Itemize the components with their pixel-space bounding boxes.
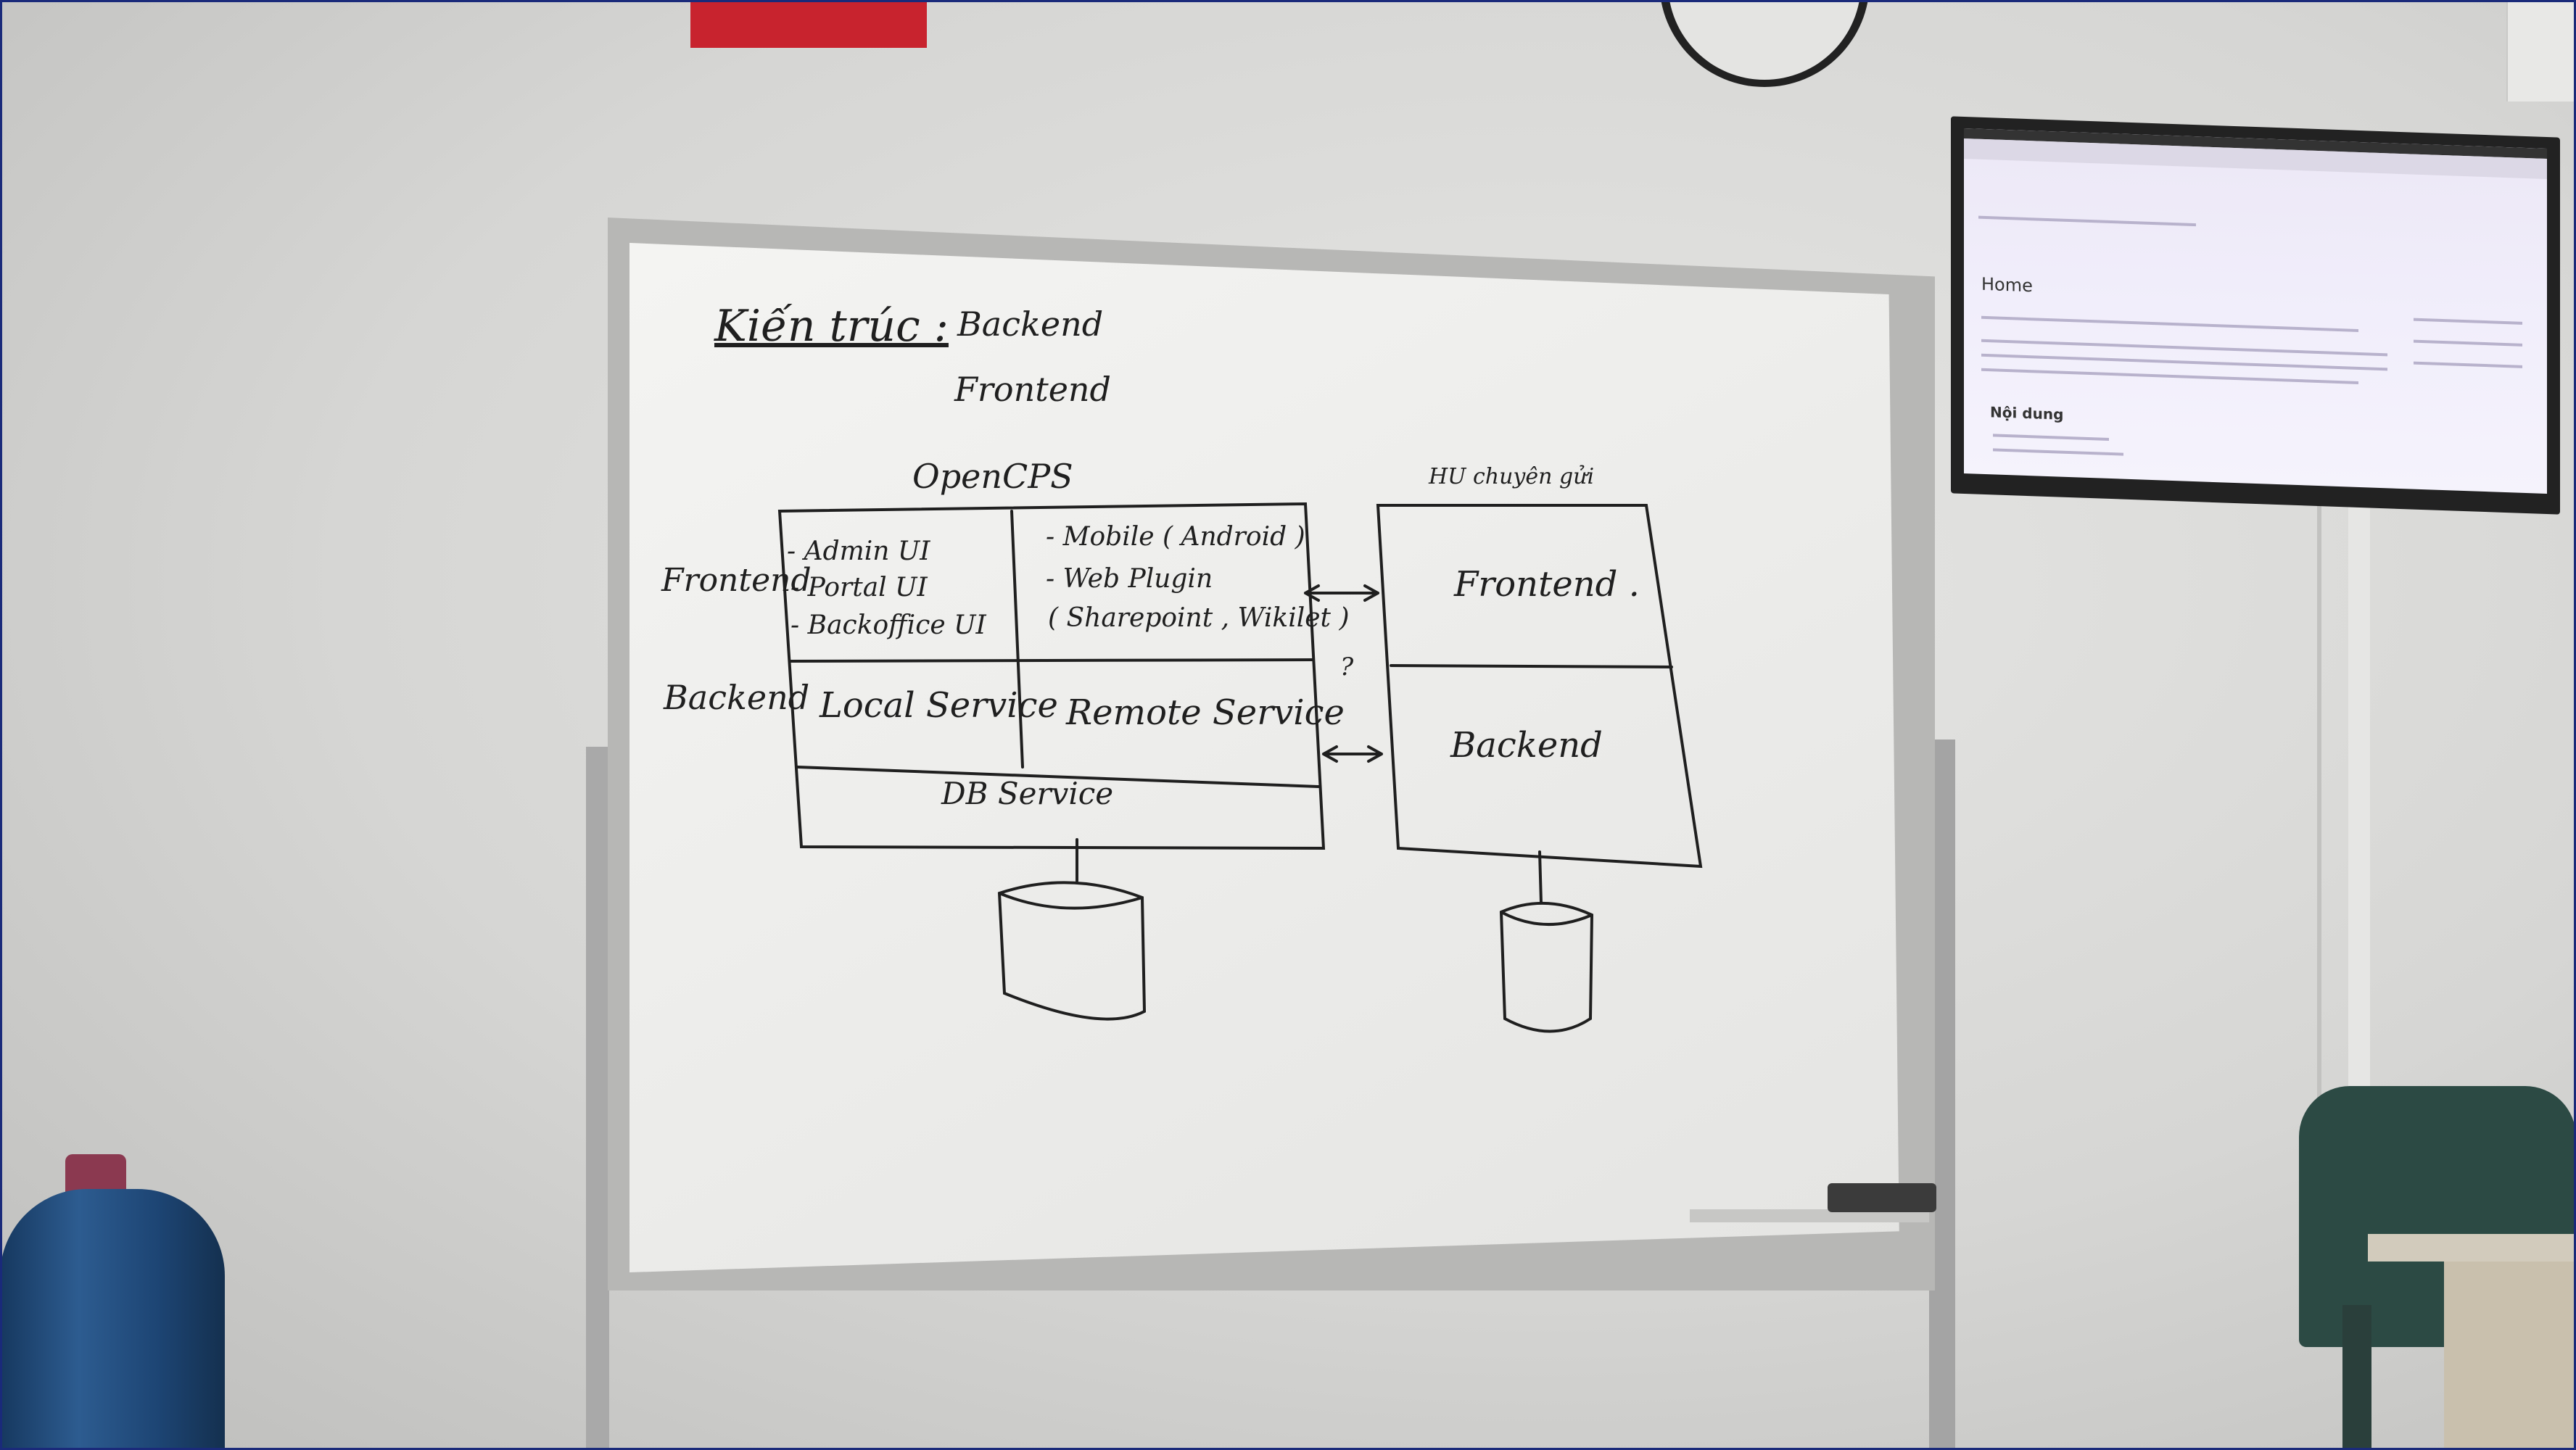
right-db-line (1538, 850, 1543, 904)
connector-question: ? (1340, 652, 1354, 682)
whiteboard-ledge (1690, 1209, 1929, 1222)
frontend-item-web-plugin: - Web Plugin (1046, 564, 1213, 594)
board-eraser (1828, 1183, 1936, 1212)
backend-remote-service: Remote Service (1066, 692, 1345, 733)
water-bottle (0, 1189, 225, 1450)
tv-cable (2317, 500, 2321, 1225)
arrow-frontend (1304, 584, 1379, 602)
backend-local-service: Local Service (820, 685, 1058, 726)
tv-breadcrumb-line (1978, 215, 2196, 227)
whiteboard-surface (629, 243, 1899, 1272)
right-system-backend: Backend (1450, 725, 1603, 766)
tv-list-line (1993, 448, 2123, 456)
heading-item-backend: Backend (957, 304, 1104, 344)
wall-paper-strip (2506, 0, 2576, 102)
right-system-box (1376, 504, 1703, 869)
frontend-item-backoffice-ui: - Backoffice UI (790, 610, 986, 640)
left-system-title: OpenCPS (912, 457, 1073, 496)
tv-text-line (1981, 368, 2358, 384)
left-system-box (777, 502, 1326, 850)
arrow-backend (1322, 745, 1383, 763)
tv-text-line (1981, 339, 2387, 357)
tv-screen: Home Nội dung (1964, 128, 2547, 494)
tv-sidebar-line (2414, 361, 2522, 368)
tv-text-line (1981, 353, 2387, 371)
tv-section-heading: Nội dung (1990, 403, 2064, 423)
right-system-row-divider (1390, 664, 1673, 668)
frontend-item-mobile: - Mobile ( Android ) (1046, 522, 1305, 552)
heading-item-frontend: Frontend (954, 370, 1112, 409)
db-service-label: DB Service (941, 776, 1114, 811)
left-system-col-divider-top (1010, 510, 1024, 768)
left-system-row-divider (789, 658, 1314, 663)
row-label-backend: Backend (664, 678, 810, 717)
right-system-frontend: Frontend . (1454, 564, 1640, 605)
frontend-item-sharepoint: ( Sharepoint , Wikilet ) (1048, 603, 1350, 633)
chair-leg (2342, 1305, 2371, 1450)
tv-page-title: Home (1981, 273, 2033, 297)
left-system-db-divider (796, 766, 1320, 788)
tv-list-line (1993, 434, 2109, 441)
frontend-item-admin-ui: - Admin UI (787, 536, 930, 566)
right-db-cylinder (1499, 902, 1594, 1033)
tv-text-line (1981, 315, 2358, 332)
right-system-title: HU chuyên gửi (1429, 464, 1595, 489)
tv-sidebar-line (2414, 318, 2522, 325)
tv-sidebar-line (2414, 339, 2522, 347)
whiteboard-stand-left (586, 747, 609, 1450)
red-wall-sign (690, 0, 927, 48)
heading-label: Kiến trúc : (714, 301, 949, 352)
frontend-item-portal-ui: - Portal UI (790, 573, 928, 602)
desk-top (2368, 1234, 2576, 1262)
row-label-frontend: Frontend (661, 562, 812, 599)
desk-body (2444, 1262, 2576, 1450)
wall-tv: Home Nội dung (1951, 116, 2560, 515)
left-db-cylinder (997, 881, 1147, 1021)
